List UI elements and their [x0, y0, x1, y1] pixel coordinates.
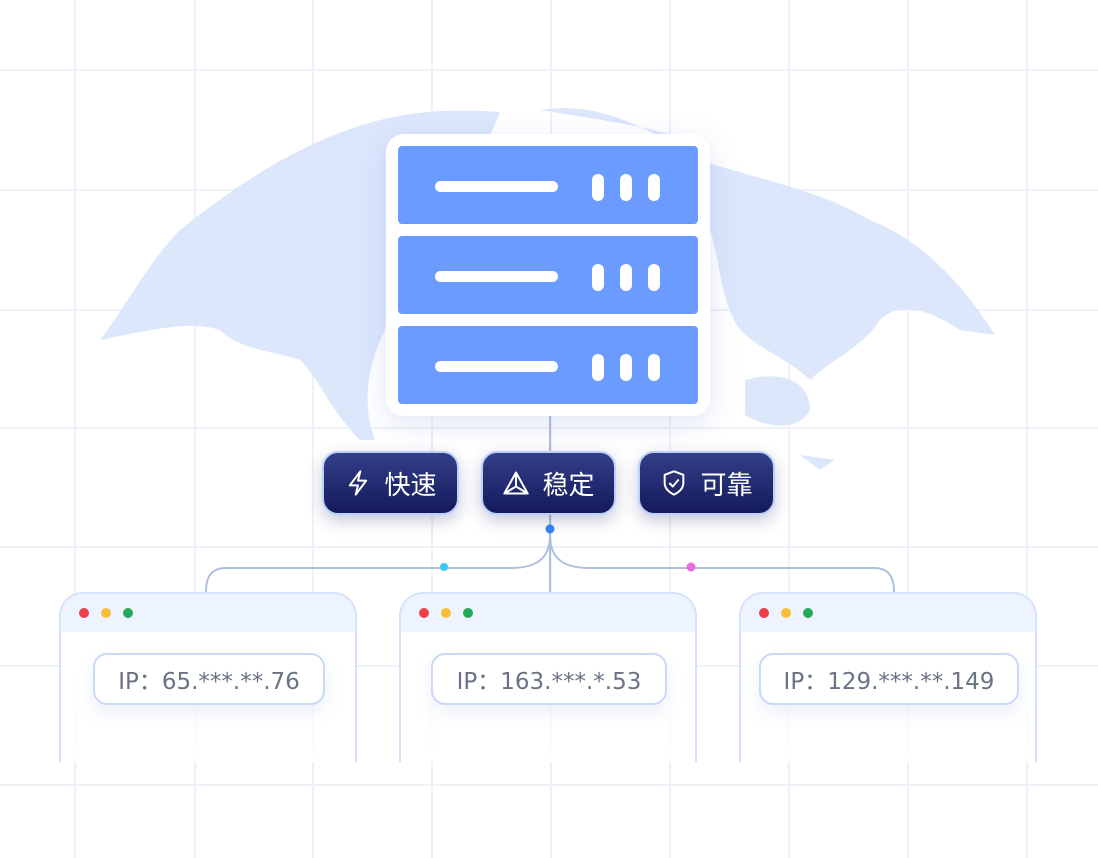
- ip-address: IP：65.***.**.76: [93, 653, 325, 705]
- badge-label: 可靠: [700, 470, 753, 501]
- shield-check-icon: [664, 470, 685, 496]
- maximize-dot: [463, 608, 473, 618]
- minimize-dot: [101, 608, 111, 618]
- maximize-dot: [803, 608, 813, 618]
- lightning-icon: [349, 470, 368, 496]
- maximize-dot: [123, 608, 133, 618]
- ip-address: IP：129.***.**.149: [759, 653, 1019, 705]
- close-dot: [759, 608, 769, 618]
- badge-label: 快速: [384, 470, 437, 501]
- signal-dot-right: [686, 562, 696, 572]
- signal-dot-left: [440, 563, 448, 571]
- minimize-dot: [441, 608, 451, 618]
- ip-address: IP：163.***.*.53: [431, 653, 667, 705]
- client-window-3: IP：129.***.**.149: [739, 592, 1037, 762]
- badge-label: 稳定: [542, 470, 595, 501]
- server-card: [386, 134, 710, 416]
- badge-reliable: 可靠: [638, 451, 775, 515]
- triangle-icon: [503, 471, 530, 495]
- client-window-2: IP：163.***.*.53: [399, 592, 697, 762]
- client-window-1: IP：65.***.**.76: [59, 592, 357, 762]
- server-rack-3: [398, 326, 698, 404]
- junction-dot-center: [545, 524, 555, 534]
- minimize-dot: [781, 608, 791, 618]
- badge-stable: 稳定: [481, 451, 616, 515]
- server-rack-2: [398, 236, 698, 314]
- server-rack-1: [398, 146, 698, 224]
- badge-fast: 快速: [322, 451, 459, 515]
- close-dot: [419, 608, 429, 618]
- close-dot: [79, 608, 89, 618]
